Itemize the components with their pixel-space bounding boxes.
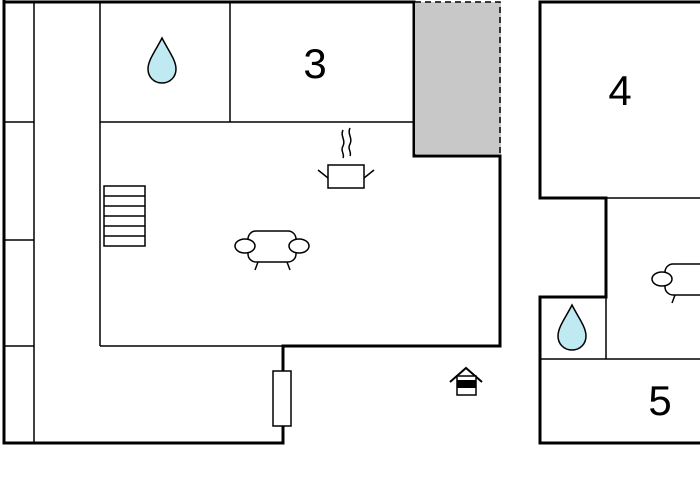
radiator-icon [272, 370, 292, 427]
cooking-pot-icon [317, 127, 375, 189]
room-4-label: 4 [608, 67, 631, 114]
house-entrance-icon [449, 366, 483, 396]
water-drop-icon [147, 36, 177, 84]
shaded-area-dashed-border [415, 1, 501, 154]
left-building-outer-wall [2, 0, 502, 445]
sofa-icon [651, 263, 700, 304]
right-building-outer-wall [538, 0, 700, 445]
room-5-label: 5 [648, 377, 671, 424]
water-drop-icon [557, 303, 587, 351]
left-building: 3 [2, 0, 502, 445]
room-3-label: 3 [303, 40, 326, 87]
sofa-icon [234, 230, 310, 271]
right-building: 4 5 [538, 0, 700, 445]
shaded-area [415, 2, 501, 154]
staircase-icon [103, 185, 146, 247]
